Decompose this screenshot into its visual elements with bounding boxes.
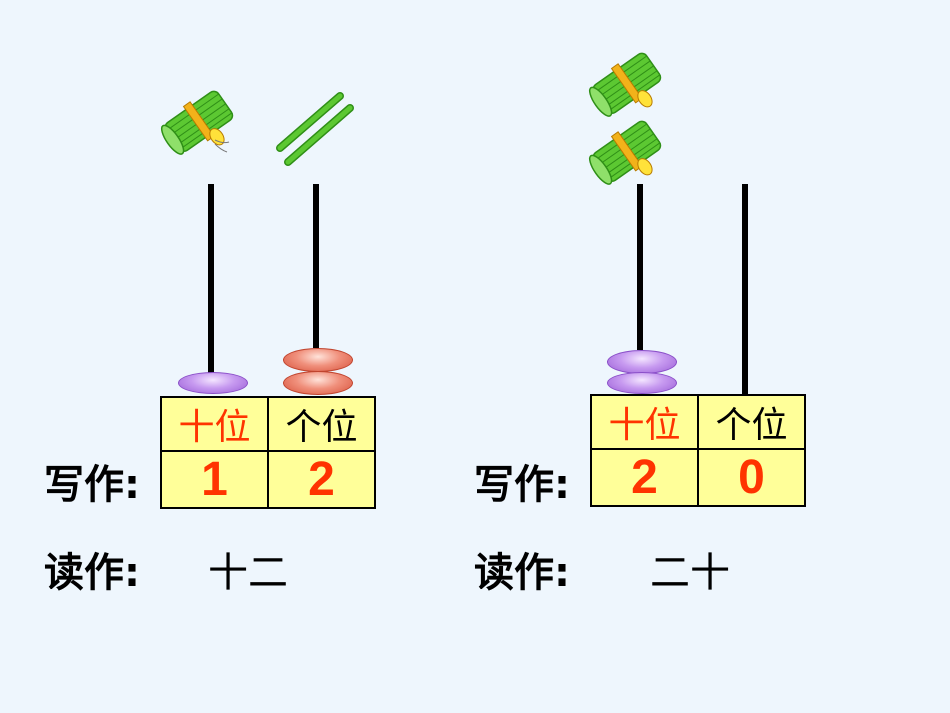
place-value-table: 十位 个位 1 2 bbox=[160, 396, 376, 509]
ones-bead bbox=[283, 348, 353, 372]
tens-rod bbox=[637, 184, 643, 350]
reading-text: 十二 bbox=[208, 550, 288, 596]
single-stick-icon bbox=[276, 92, 354, 166]
tens-bead bbox=[178, 372, 248, 394]
ones-digit: 2 bbox=[267, 450, 376, 509]
place-value-table: 十位 个位 2 0 bbox=[590, 394, 806, 507]
tens-header: 十位 bbox=[160, 396, 269, 452]
tens-rod bbox=[208, 184, 214, 374]
tens-header: 十位 bbox=[590, 394, 699, 450]
ones-bead bbox=[283, 371, 353, 395]
tens-digit: 2 bbox=[590, 448, 699, 507]
reading-text: 二十 bbox=[650, 550, 730, 596]
write-label: 写作: bbox=[474, 462, 570, 508]
ones-digit: 0 bbox=[697, 448, 806, 507]
write-label: 写作: bbox=[44, 462, 140, 508]
stick-bundle-icon bbox=[160, 90, 234, 155]
ones-rod bbox=[313, 184, 319, 348]
stick-bundle-icon bbox=[588, 52, 662, 117]
ones-header: 个位 bbox=[267, 396, 376, 452]
ones-header: 个位 bbox=[697, 394, 806, 450]
read-label: 读作: bbox=[474, 550, 570, 596]
tens-bead bbox=[607, 372, 677, 394]
read-label: 读作: bbox=[44, 550, 140, 596]
ones-rod bbox=[742, 184, 748, 394]
tens-digit: 1 bbox=[160, 450, 269, 509]
tens-bead bbox=[607, 350, 677, 374]
stick-bundle-icon bbox=[588, 120, 662, 185]
